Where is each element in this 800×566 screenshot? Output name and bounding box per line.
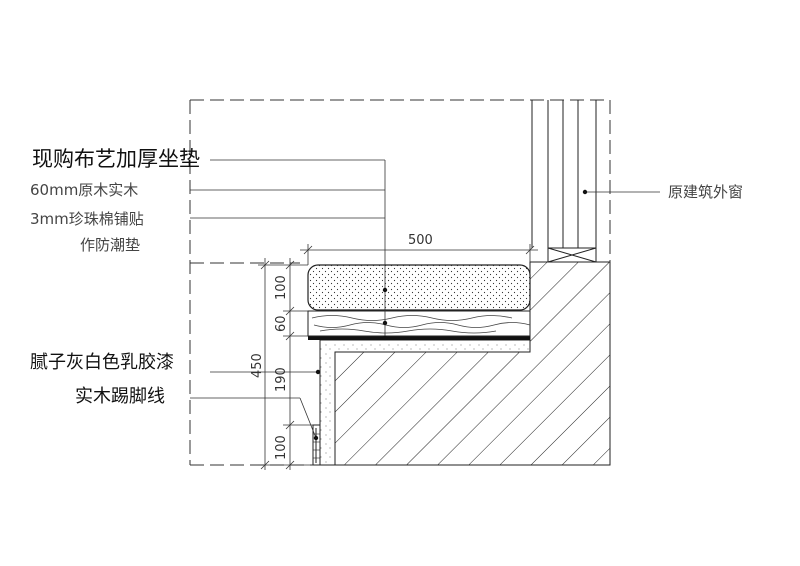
dimension-width: 500 (408, 233, 433, 248)
label-solid-wood: 60mm原木实木 (30, 181, 138, 199)
dimension-total-height: 450 (250, 353, 265, 378)
window-frame (531, 100, 597, 263)
label-window: 原建筑外窗 (668, 183, 743, 201)
leader-dots (313, 189, 588, 441)
horizontal-dimension (300, 244, 538, 265)
solid-wood-board (307, 310, 531, 337)
label-pearl-cotton-line-2: 作防潮垫 (80, 236, 140, 254)
dimension-wood-height: 60 (274, 315, 289, 332)
leader-lines (190, 159, 660, 439)
label-skirting: 实木踢脚线 (75, 386, 165, 407)
vertical-dimensions (258, 258, 313, 470)
pearl-cotton-layer (308, 336, 530, 340)
label-paint: 腻子灰白色乳胶漆 (30, 352, 174, 373)
skirting-board (312, 424, 321, 466)
dimension-middle-height: 190 (274, 367, 289, 392)
label-pearl-cotton-line-1: 3mm珍珠棉铺贴 (30, 210, 144, 228)
dimension-base-height: 100 (274, 435, 289, 460)
label-cushion: 现购布艺加厚坐垫 (32, 147, 200, 171)
dimension-cushion-height: 100 (274, 275, 289, 300)
fabric-cushion (307, 264, 531, 311)
